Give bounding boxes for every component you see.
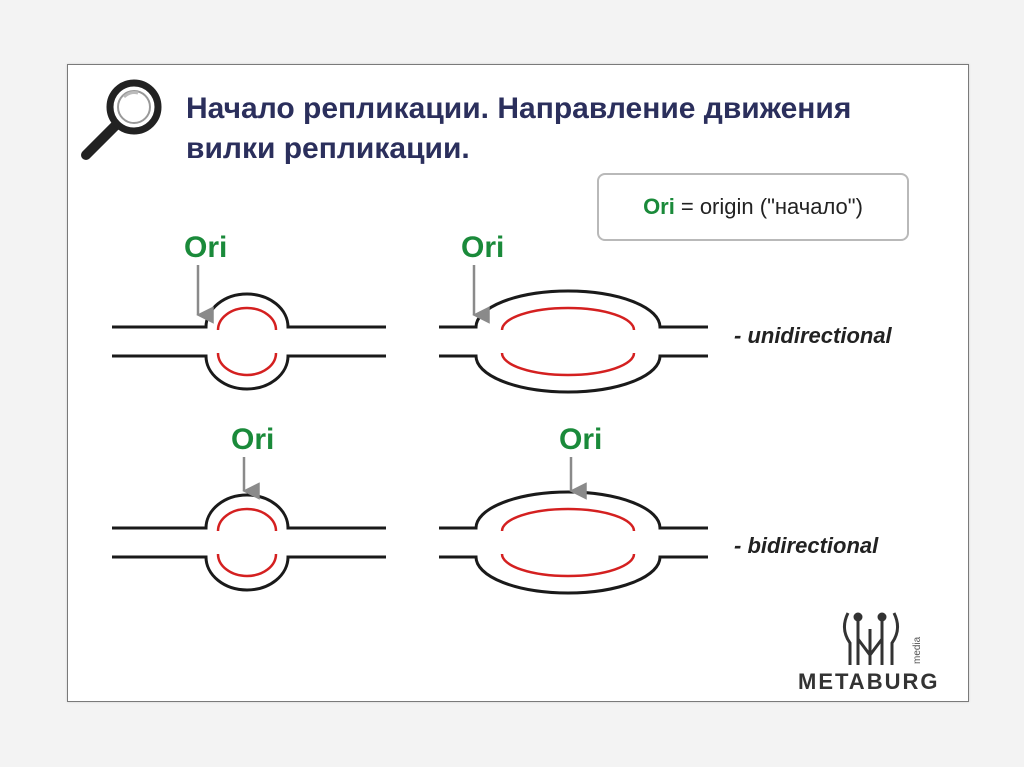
- new-strand-3b: [216, 553, 278, 578]
- ori-label-3: Ori: [231, 423, 275, 456]
- new-strand-2b: [500, 352, 636, 377]
- ori-label-4: Ori: [559, 423, 603, 456]
- ori-abbr: Ori: [643, 194, 675, 219]
- logo-media: media: [912, 636, 923, 664]
- ori-definition: = origin ("начало"): [680, 194, 863, 219]
- title-line-1: Начало репликации. Направление движения: [186, 92, 852, 125]
- replication-diagram: [112, 265, 708, 595]
- ori-label-1: Ori: [184, 231, 228, 264]
- magnifier-icon: [81, 79, 162, 160]
- new-strand-3a: [216, 507, 278, 532]
- new-strand-2a: [500, 306, 636, 331]
- ori-label-2: Ori: [461, 231, 505, 264]
- slide-frame: Начало репликации. Направление движения …: [67, 64, 969, 702]
- new-strand-4a: [500, 507, 636, 532]
- bubble-bidirectional-large: [439, 490, 708, 595]
- logo-text: METABURG: [798, 669, 940, 694]
- new-strand-1a: [216, 306, 278, 331]
- title-line-2: вилки репликации.: [186, 132, 470, 165]
- new-strand-1b: [216, 352, 278, 377]
- label-bidirectional: - bidirectional: [734, 533, 879, 558]
- label-unidirectional: - unidirectional: [734, 323, 892, 348]
- page-title: Начало репликации. Направление движения …: [186, 89, 946, 169]
- metaburg-logo: [843, 612, 899, 665]
- new-strand-4b: [500, 553, 636, 578]
- ori-definition-box: Ori = origin ("начало"): [597, 173, 909, 241]
- bubble-unidirectional-large: [439, 289, 708, 394]
